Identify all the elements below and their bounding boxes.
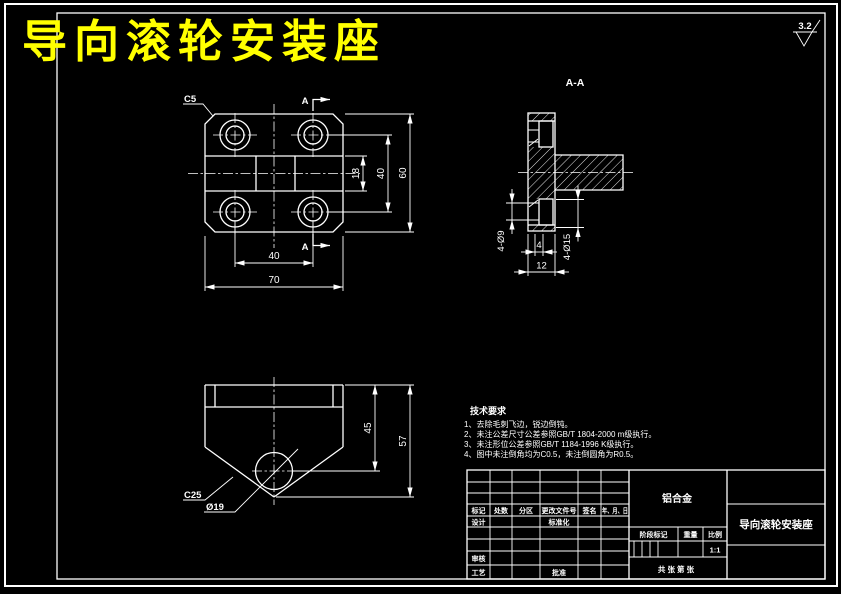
material-value: 铝合金	[662, 492, 693, 505]
section-cut-marks: A A	[302, 96, 330, 253]
col-file-no: 更改文件号	[542, 506, 577, 515]
surface-finish-symbol: 3.2	[793, 19, 821, 47]
tech-req-item-4: 4、图中未注倒角均为C0.5，未注倒圆角为R0.5。	[464, 449, 638, 459]
dim-57: 57	[398, 435, 409, 447]
bore-dia-callout: Ø19	[204, 448, 299, 513]
boss-band-lines	[205, 155, 343, 192]
dim-60: 60	[398, 167, 409, 179]
title-block-frame	[466, 469, 826, 580]
chamfer-c25-callout: C25	[183, 476, 234, 501]
dim-4xd15: 4-Ø15	[562, 234, 573, 260]
label-standardization: 标准化	[548, 518, 570, 527]
front-view: 45 57 C25 Ø19	[183, 377, 414, 513]
dim-40-vertical: 40	[376, 168, 387, 180]
dimension-lines: 18 40 60 40 70	[204, 113, 414, 291]
dim-4xd9: 4-Ø9	[496, 230, 507, 251]
technical-requirements: 技术要求 1、去除毛刺飞边，锐边倒钝。 2、未注公差尺寸公差参照GB/T 180…	[464, 405, 656, 459]
roughness-value: 3.2	[798, 21, 811, 32]
chamfer-callout: C5	[183, 94, 214, 117]
title-block: 标记 处数 分区 更改文件号 签名 年、月、日 设计 标准化 审核 工艺 批准 …	[466, 469, 826, 580]
roughness-tail	[811, 19, 821, 33]
tech-req-heading: 技术要求	[470, 405, 507, 416]
bore-dia-label: Ø19	[206, 502, 224, 513]
label-weight: 重量	[684, 530, 698, 539]
label-review: 审核	[472, 554, 486, 563]
tech-req-item-2: 2、未注公差尺寸公差参照GB/T 1804-2000 m级执行。	[464, 429, 656, 439]
col-biaoji: 标记	[471, 506, 486, 515]
title-block-labels: 标记 处数 分区 更改文件号 签名 年、月、日 设计 标准化 审核 工艺 批准 …	[471, 492, 814, 577]
page-title: 导向滚轮安装座	[22, 17, 386, 67]
col-chushu: 处数	[493, 506, 509, 515]
inner-frame	[56, 12, 826, 580]
dim-40-horizontal: 40	[268, 251, 280, 262]
roughness-check-icon	[795, 31, 813, 47]
section-hatching	[528, 113, 623, 231]
front-center-lines	[252, 377, 296, 505]
dim-18: 18	[351, 168, 362, 180]
dim-45: 45	[363, 422, 374, 434]
dim-4-depth: 4	[536, 240, 541, 251]
sheet-note: 共 张 第 张	[658, 564, 695, 574]
section-mark-a-top: A	[302, 96, 309, 107]
title-block-grid	[467, 470, 825, 579]
section-title: A-A	[566, 77, 585, 89]
tech-req-item-1: 1、去除毛刺飞边，锐边倒钝。	[464, 419, 572, 429]
outer-frame	[4, 3, 838, 587]
col-fenqu: 分区	[519, 506, 533, 515]
chamfer-c25-label: C25	[184, 490, 202, 501]
label-process: 工艺	[472, 568, 486, 577]
scale-value: 1:1	[710, 546, 721, 555]
top-view: A A C5 18 40 60 40 70	[183, 94, 414, 291]
section-dimensions: 4-Ø9 4 12 4-Ø15	[496, 185, 584, 276]
label-stage-mark: 阶段标记	[640, 530, 668, 539]
dim-12: 12	[536, 261, 547, 272]
center-lines	[188, 104, 360, 248]
col-sign: 签名	[582, 506, 597, 515]
part-name: 导向滚轮安装座	[739, 518, 813, 531]
label-design: 设计	[472, 518, 486, 527]
col-date: 年、月、日	[602, 506, 628, 515]
dim-70: 70	[268, 275, 280, 286]
label-approve: 批准	[552, 568, 566, 577]
section-mark-a-bottom: A	[302, 242, 309, 253]
tech-req-item-3: 3、未注形位公差参照GB/T 1184-1996 K级执行。	[464, 439, 638, 449]
plate-outline	[204, 113, 344, 233]
chamfer-c5-label: C5	[184, 94, 197, 105]
label-scale: 比例	[708, 530, 722, 539]
border-frames	[4, 3, 838, 587]
front-dimensions: 45 57	[276, 384, 414, 498]
section-view-a-a: A-A 4-Ø9 4	[496, 77, 633, 276]
